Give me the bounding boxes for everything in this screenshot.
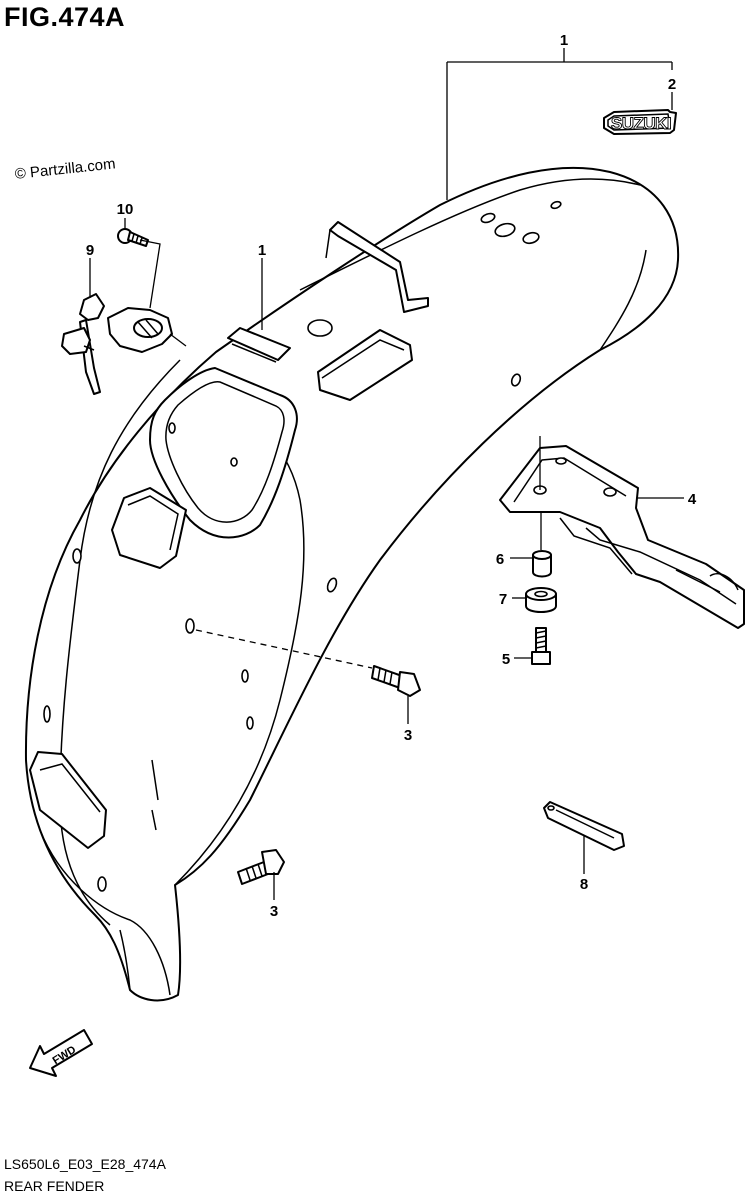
callout-9: 9	[86, 242, 94, 259]
callout-5: 5	[502, 651, 510, 668]
rear-fender[interactable]	[24, 166, 680, 1002]
bolt-3-lower[interactable]	[237, 849, 285, 885]
screw-10[interactable]	[117, 228, 149, 247]
callout-8: 8	[580, 876, 588, 893]
diagram-name: REAR FENDER	[4, 1178, 105, 1194]
bolt-3-upper[interactable]	[371, 665, 421, 697]
callout-1-top: 1	[560, 32, 568, 49]
figure-title: FIG.474A	[4, 2, 126, 32]
fender-bracket[interactable]	[499, 445, 745, 629]
callout-3-upper: 3	[404, 727, 412, 744]
forward-direction-arrow: FWD	[29, 1029, 93, 1077]
suzuki-emblem[interactable]: SUZUKI	[603, 109, 677, 135]
callout-6: 6	[496, 551, 504, 568]
diagram-code: LS650L6_E03_E28_474A	[4, 1156, 166, 1172]
callout-3-lower: 3	[270, 903, 278, 920]
cushion-grommet[interactable]	[525, 587, 557, 613]
leader-lines	[89, 48, 684, 900]
emblem-text: SUZUKI	[611, 114, 671, 133]
callout-4: 4	[688, 491, 697, 508]
callout-7: 7	[499, 591, 507, 608]
cable-clamp[interactable]	[543, 801, 625, 851]
spacer[interactable]	[532, 550, 552, 578]
helmet-lock[interactable]	[61, 293, 173, 395]
callout-2: 2	[668, 76, 676, 93]
bolt-5[interactable]	[531, 627, 551, 665]
callout-10: 10	[117, 201, 134, 218]
callout-1-left: 1	[258, 242, 266, 259]
callout-numbers: 1 2 1 10 9 4 6 7 5 3 3 8	[86, 32, 697, 920]
